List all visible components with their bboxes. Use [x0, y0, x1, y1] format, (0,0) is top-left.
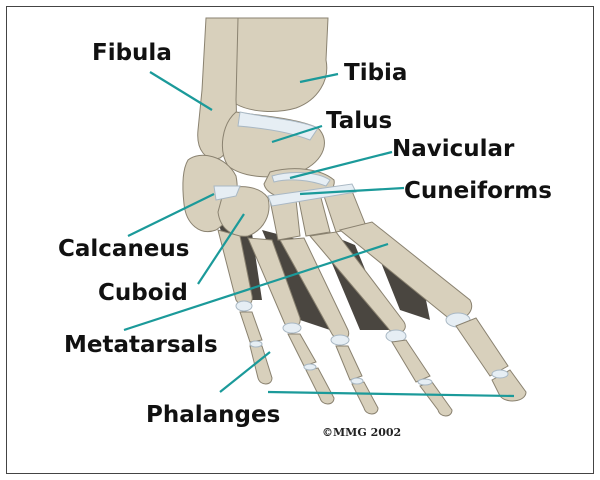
- phalanx-5-proximal: [240, 312, 262, 342]
- copyright-text: ©MMG 2002: [322, 426, 401, 439]
- label-cuboid: Cuboid: [98, 280, 188, 306]
- phalanx-4-proximal: [288, 334, 316, 366]
- label-navicular: Navicular: [392, 136, 515, 162]
- ip-cartilage: [250, 341, 508, 385]
- label-phalanges: Phalanges: [146, 402, 280, 428]
- label-talus: Talus: [326, 108, 392, 134]
- phalanx-3-distal: [352, 382, 378, 414]
- label-metatarsals: Metatarsals: [64, 332, 218, 358]
- label-tibia: Tibia: [344, 60, 407, 86]
- leader-phalanges-right: [268, 392, 514, 396]
- label-fibula: Fibula: [92, 40, 172, 66]
- phalanx-3-proximal: [336, 346, 362, 380]
- label-cuneiforms: Cuneiforms: [404, 178, 552, 204]
- label-calcaneus: Calcaneus: [58, 236, 189, 262]
- phalanx-2-proximal: [392, 340, 430, 382]
- phalanx-1-proximal: [456, 318, 508, 376]
- tibia-bone: [226, 18, 328, 111]
- phalanx-4-distal: [306, 368, 334, 404]
- phalanx-2-distal: [420, 382, 452, 416]
